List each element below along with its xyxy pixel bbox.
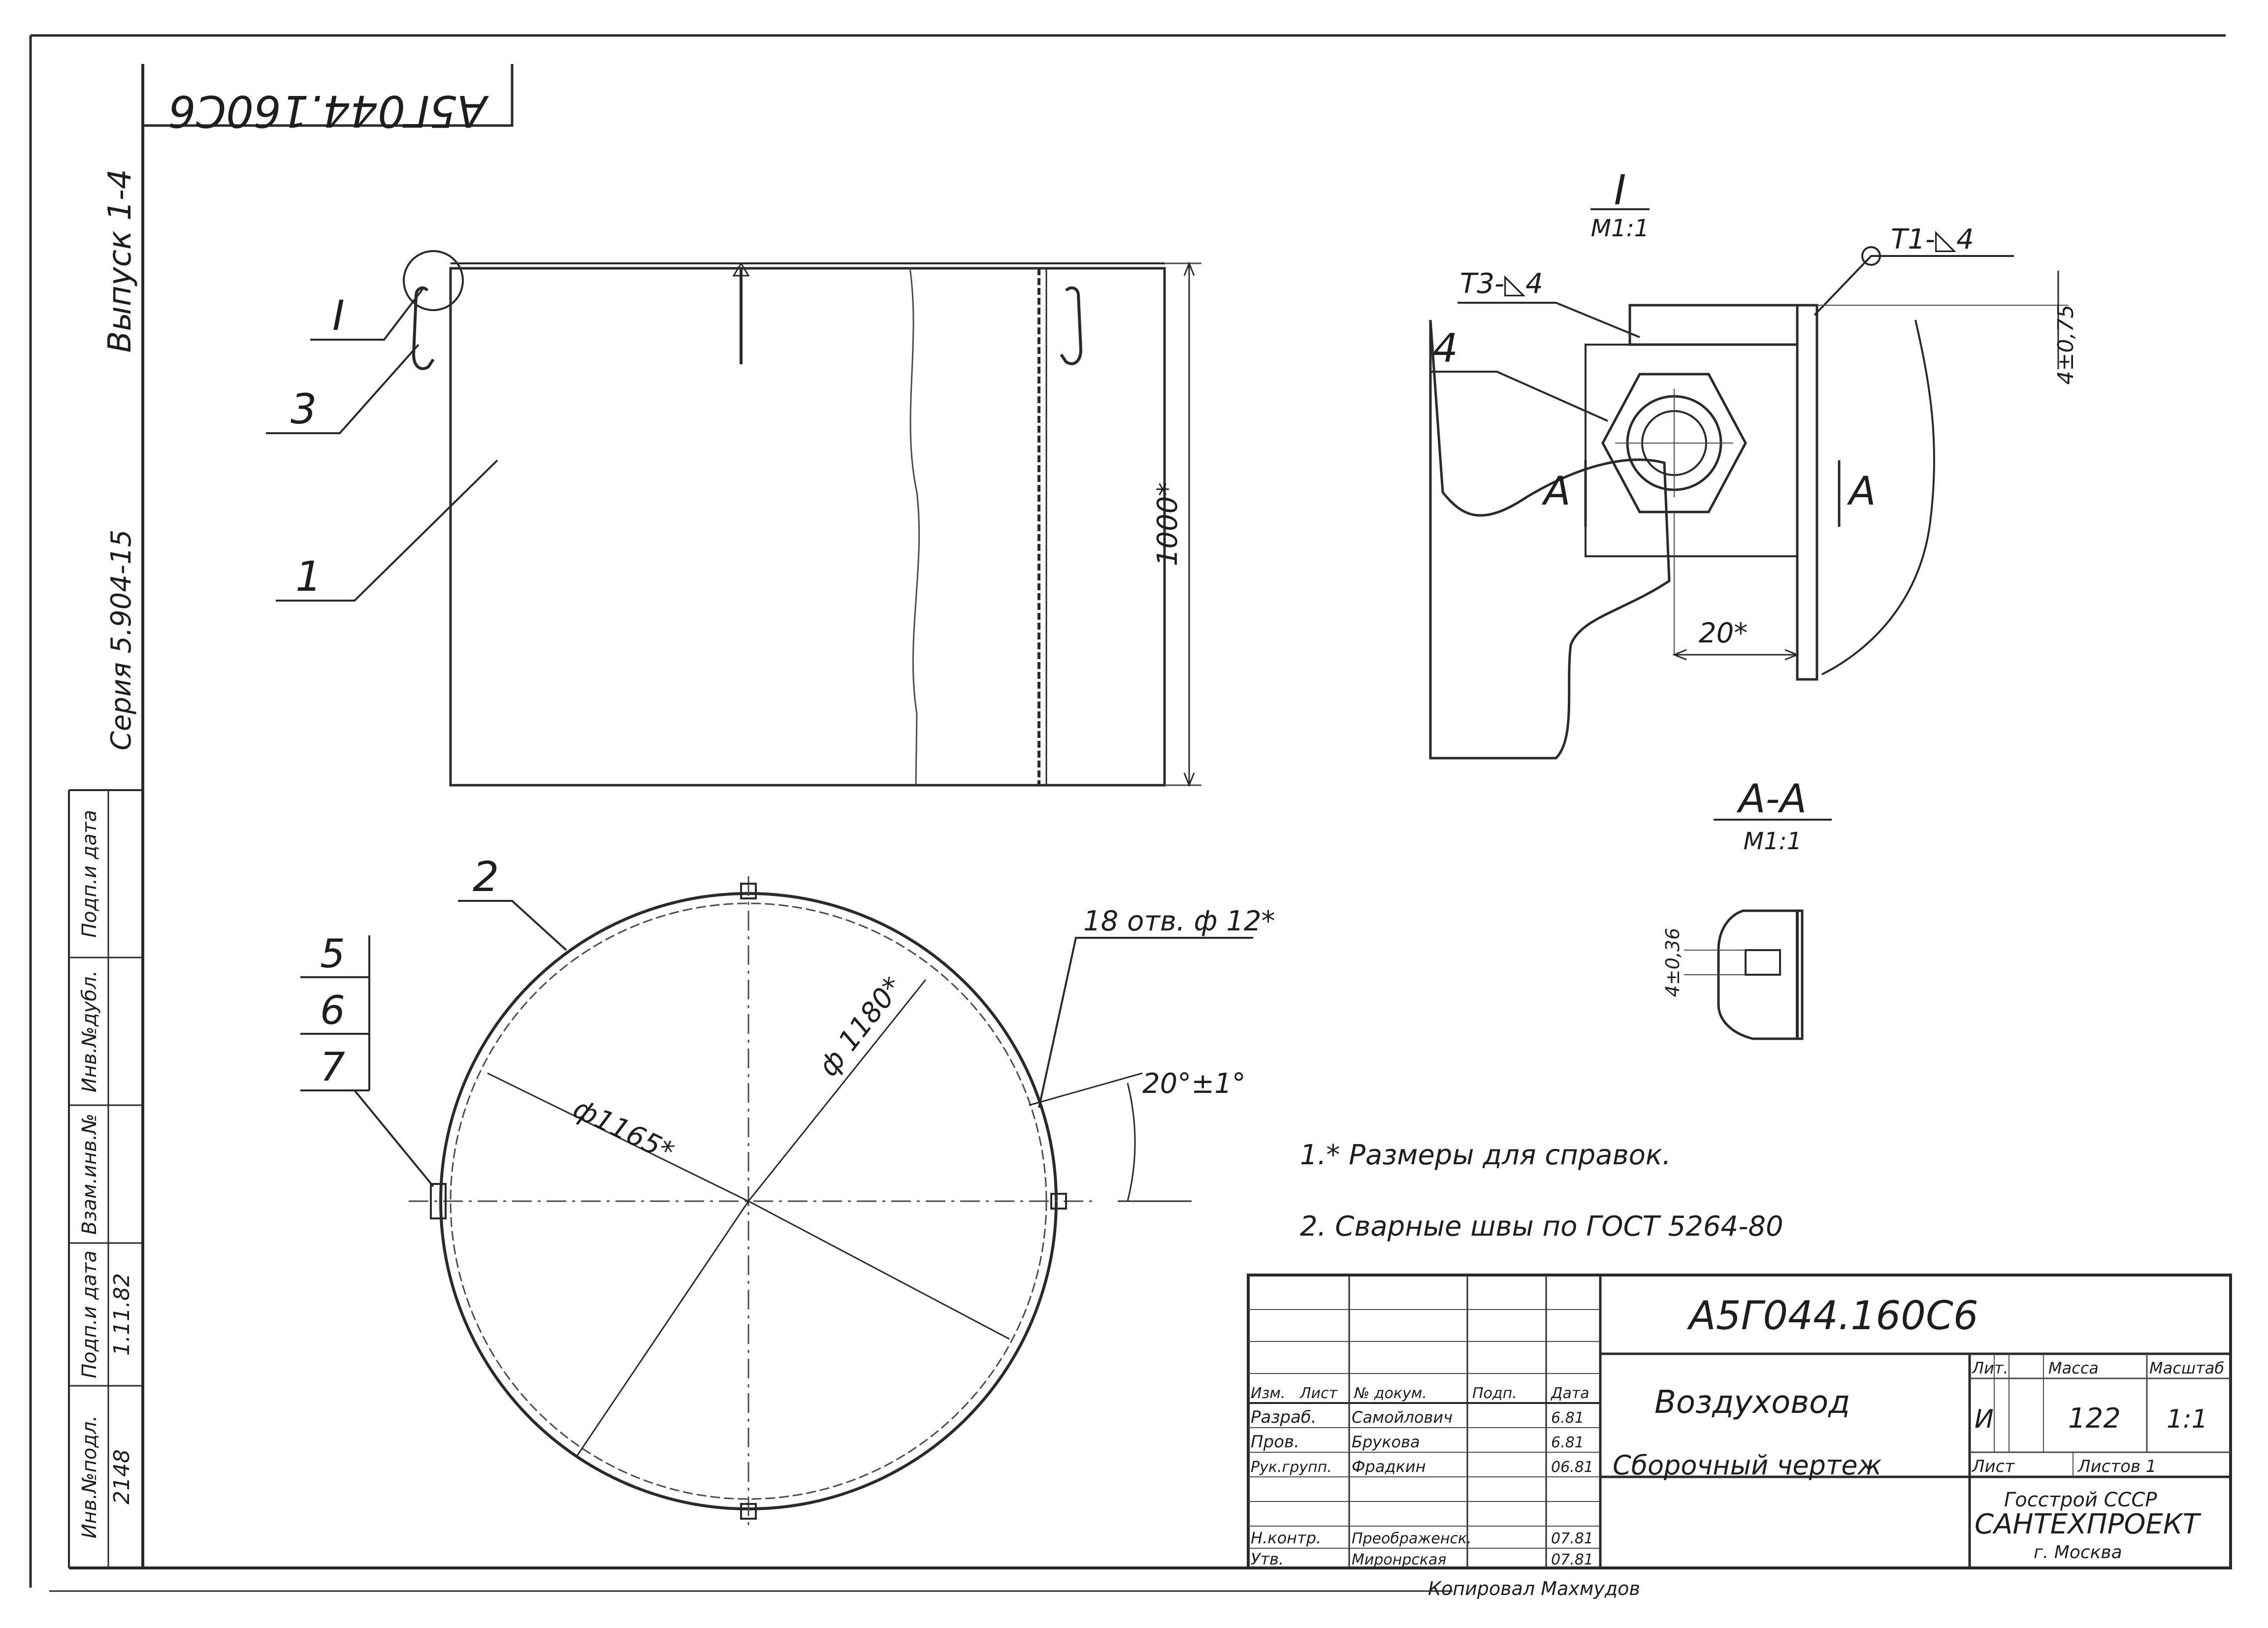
head-list: Лист <box>1299 1385 1338 1402</box>
detail-I-title: I <box>1614 166 1626 214</box>
section-AA-scale: М1:1 <box>1744 828 1802 855</box>
row-role-5: Утв. <box>1251 1550 1284 1568</box>
inv-number-value: 2148 <box>109 1449 134 1504</box>
cut-mark-A-left: А <box>1541 468 1571 514</box>
note-1: 1.* Размеры для справок. <box>1300 1139 1671 1171</box>
field-sign-date-2: Подп.и дата <box>78 810 101 938</box>
notes: 1.* Размеры для справок. 2. Сварные швы … <box>1300 1139 1783 1243</box>
detail-label-4: 4 <box>1433 325 1458 371</box>
row-date-2: 6.81 <box>1551 1434 1584 1451</box>
row-name-4: Преображенск. <box>1352 1530 1472 1547</box>
label-3: 3 <box>291 385 317 433</box>
row-date-5: 07.81 <box>1551 1551 1593 1568</box>
org-line-3: г. Москва <box>2034 1542 2122 1563</box>
cut-mark-A-right: А <box>1847 468 1876 514</box>
row-role-3: Рук.групп. <box>1251 1459 1332 1476</box>
row-date-3: 06.81 <box>1551 1459 1593 1476</box>
stamp-code-text: А5Г044.160С6 <box>168 86 489 136</box>
row-date-1: 6.81 <box>1551 1409 1584 1427</box>
row-name-2: Брукова <box>1352 1433 1420 1451</box>
scale-value: 1:1 <box>2167 1405 2208 1434</box>
field-inv-original: Инв.№подл. <box>78 1415 101 1539</box>
head-date: Дата <box>1550 1385 1589 1402</box>
label-2: 2 <box>473 853 499 901</box>
field-sign-date-1: Подп.и дата <box>78 1250 101 1378</box>
label-7: 7 <box>320 1044 345 1090</box>
head-sign: Подп. <box>1472 1385 1517 1402</box>
row-date-4: 07.81 <box>1551 1530 1593 1547</box>
diameter-1165: ф1165* <box>568 1092 679 1168</box>
footer-copied-by: Копировал Махмудов <box>1428 1578 1640 1599</box>
field-duplicate-inv: Инв.№дубл. <box>78 970 101 1092</box>
doc-name-2: Сборочный чертеж <box>1613 1450 1882 1481</box>
head-doc: № докум. <box>1353 1385 1427 1402</box>
row-role-1: Разраб. <box>1251 1407 1317 1427</box>
row-role-4: Н.контр. <box>1251 1529 1321 1547</box>
holes-callout: 18 отв. ф 12* <box>1083 905 1275 937</box>
detail-I-scale: М1:1 <box>1591 215 1650 242</box>
sign-date-value: 1.11.82 <box>109 1273 134 1356</box>
section-AA-title: А-А <box>1736 776 1807 822</box>
doc-name-1: Воздуховод <box>1654 1384 1850 1421</box>
plan-view: 2 5 6 7 18 отв. ф 12* ф 1180* ф1165* 20°… <box>300 853 1275 1526</box>
weld-T1: Т1-◺4 <box>1891 223 1974 255</box>
lit-header: Лит. <box>1972 1359 2009 1377</box>
series-label: Серия 5.904-15 <box>105 530 137 751</box>
dimension-20: 20* <box>1699 617 1748 649</box>
note-2: 2. Сварные швы по ГОСТ 5264-80 <box>1300 1211 1783 1243</box>
org-line-2: САНТЕХПРОЕКТ <box>1975 1508 2202 1540</box>
side-strip: Выпуск 1-4 Серия 5.904-15 Инв.№подл. Под… <box>68 169 143 1568</box>
height-dimension: 1000* <box>1152 482 1184 567</box>
section-AA-dimension: 4±0,36 <box>1662 928 1684 997</box>
sheet-label: Лист <box>1971 1457 2015 1476</box>
org-line-1: Госстрой СССР <box>2004 1489 2157 1511</box>
label-1: 1 <box>295 552 322 601</box>
diameter-1180: ф 1180* <box>812 971 909 1082</box>
issue-label: Выпуск 1-4 <box>102 169 138 353</box>
angle-dimension: 20°±1° <box>1142 1068 1246 1100</box>
gap-dimension: 4±0,75 <box>2053 305 2078 385</box>
weld-T3: Т3-◺4 <box>1460 268 1543 300</box>
head-izm: Изм. <box>1251 1385 1286 1402</box>
row-role-2: Пров. <box>1251 1432 1299 1452</box>
row-name-1: Самойлович <box>1352 1408 1453 1427</box>
label-5: 5 <box>320 931 345 977</box>
row-name-5: Миронрская <box>1352 1551 1446 1568</box>
rotated-code-stamp: А5Г044.160С6 <box>143 64 514 136</box>
label-6: 6 <box>320 988 345 1033</box>
lit-value: И <box>1975 1405 1994 1434</box>
section-AA-view: А-А М1:1 4±0,36 <box>1662 776 1832 1040</box>
title-block: А5Г044.160С6 Воздуховод Сборочный чертеж… <box>1247 1274 2232 1569</box>
detail-I-view: I М1:1 А А 4 Т3-◺4 Т1-◺4 20* <box>1429 166 2078 760</box>
doc-code: А5Г044.160С6 <box>1686 1293 1978 1339</box>
row-name-3: Фрадкин <box>1352 1457 1426 1476</box>
label-I: I <box>332 291 345 340</box>
field-replacement-inv: Взам.инв.№ <box>78 1114 101 1235</box>
scale-header: Масштаб <box>2149 1359 2224 1377</box>
mass-value: 122 <box>2068 1403 2121 1435</box>
front-view: I 3 1 1000* <box>266 250 1201 788</box>
mass-header: Масса <box>2048 1359 2099 1377</box>
sheets-label: Листов 1 <box>2077 1457 2156 1476</box>
